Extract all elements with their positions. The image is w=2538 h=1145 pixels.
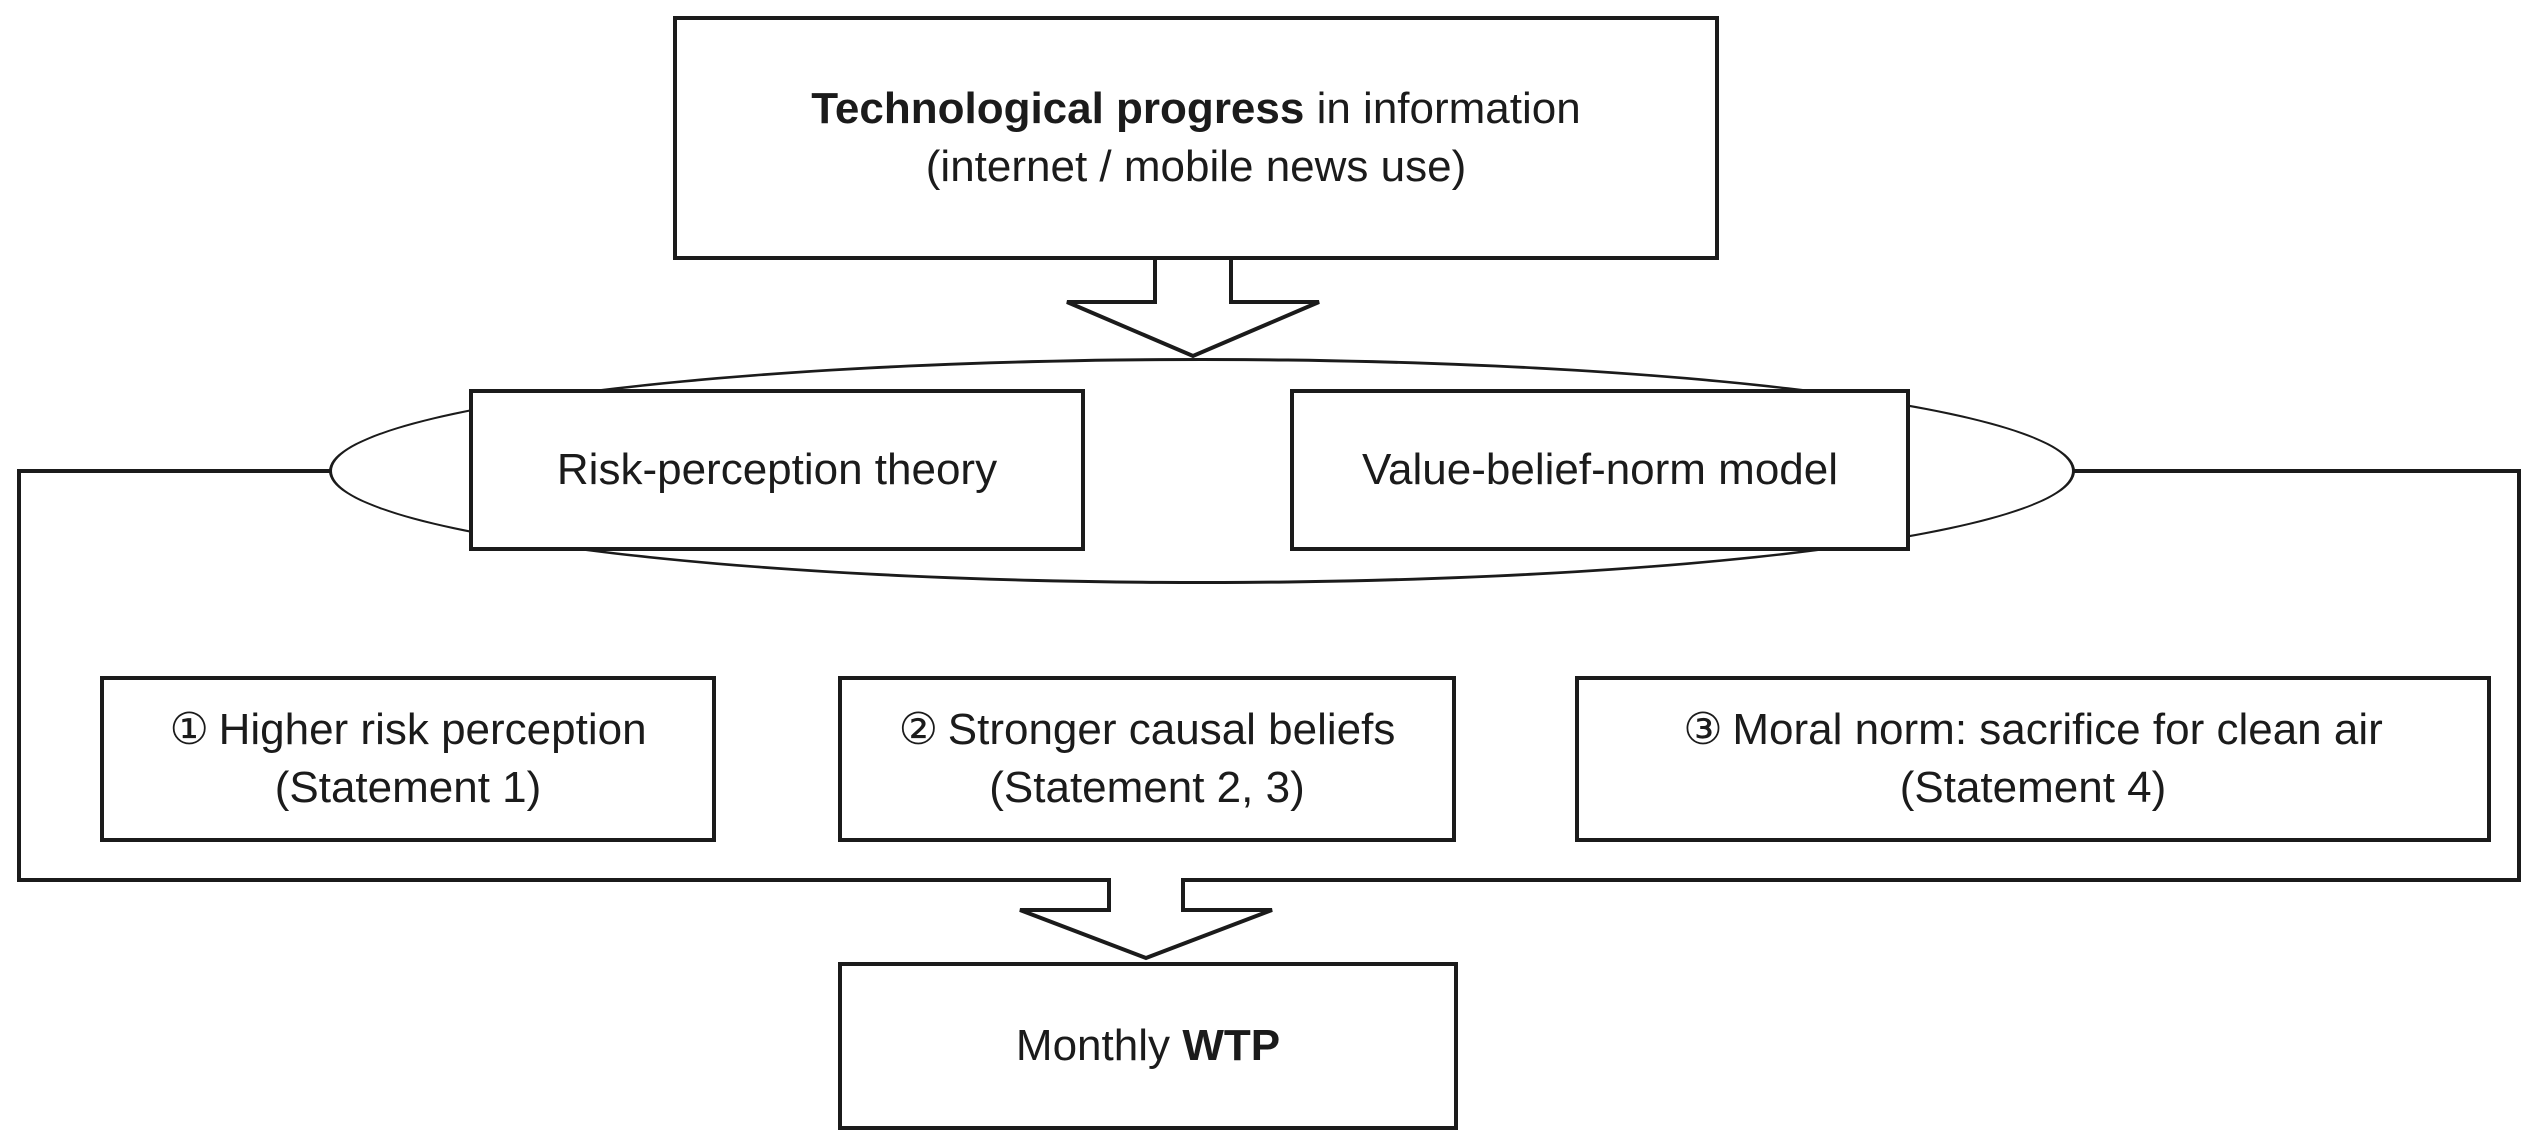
statement-3-note: (Statement 4) xyxy=(1899,763,2167,812)
circled-3-icon: ③ xyxy=(1683,704,1723,754)
statement-1-text: Higher risk perception xyxy=(218,704,647,754)
top-box-bold-text: Technological progress xyxy=(811,83,1305,133)
down-arrow-icon xyxy=(1019,878,1273,961)
down-arrow-icon xyxy=(1066,256,1320,359)
risk-perception-theory-label: Risk-perception theory xyxy=(556,444,998,494)
top-box-rest-text: in information xyxy=(1304,83,1581,133)
top-box-line2: (internet / mobile news use) xyxy=(925,142,1467,191)
statement-2-text: Stronger causal beliefs xyxy=(947,704,1396,754)
top-box-technological-progress: Technological progress in information (i… xyxy=(673,16,1719,260)
top-box-line1: Technological progress in information xyxy=(811,80,1580,138)
monthly-wtp-bold: WTP xyxy=(1182,1020,1281,1070)
value-belief-norm-model-label: Value-belief-norm model xyxy=(1361,444,1839,494)
value-belief-norm-model-box: Value-belief-norm model xyxy=(1290,389,1910,551)
monthly-wtp-prefix: Monthly xyxy=(1015,1020,1170,1070)
circled-1-icon: ① xyxy=(169,704,209,754)
statement-1-note: (Statement 1) xyxy=(274,763,542,812)
risk-perception-theory-box: Risk-perception theory xyxy=(469,389,1085,551)
circled-2-icon: ② xyxy=(898,704,939,754)
statement-2-note: (Statement 2, 3) xyxy=(989,763,1305,812)
statement-3-text: Moral norm: sacrifice for clean air xyxy=(1732,704,2383,754)
